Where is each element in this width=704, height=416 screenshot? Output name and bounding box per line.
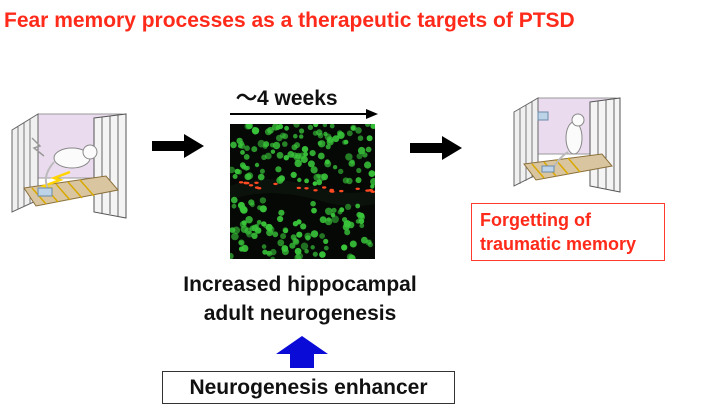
- arrow-right-icon: [152, 134, 204, 158]
- arrow-right-icon: [410, 136, 462, 160]
- enhancer-box: Neurogenesis enhancer: [162, 371, 455, 404]
- diagram-title: Fear memory processes as a therapeutic t…: [4, 9, 575, 32]
- outcome-line-2: traumatic memory: [480, 234, 637, 254]
- neurogenesis-caption: Increased hippocampal adult neurogenesis: [120, 270, 480, 328]
- outcome-box: Forgetting of traumatic memory: [471, 203, 665, 261]
- outcome-line-1: Forgetting of: [480, 210, 591, 230]
- cage-illustration-left: [11, 113, 127, 219]
- timeline-arrow-icon: [230, 109, 378, 119]
- neurogenesis-caption-line-1: Increased hippocampal: [183, 273, 417, 296]
- neurogenesis-microscopy-image: [230, 124, 375, 259]
- neurogenesis-caption-line-2: adult neurogenesis: [203, 302, 397, 325]
- cage-illustration-right: [513, 97, 621, 193]
- blue-up-arrow-icon: [276, 336, 328, 368]
- timeline-label: 〜4 weeks: [236, 87, 338, 110]
